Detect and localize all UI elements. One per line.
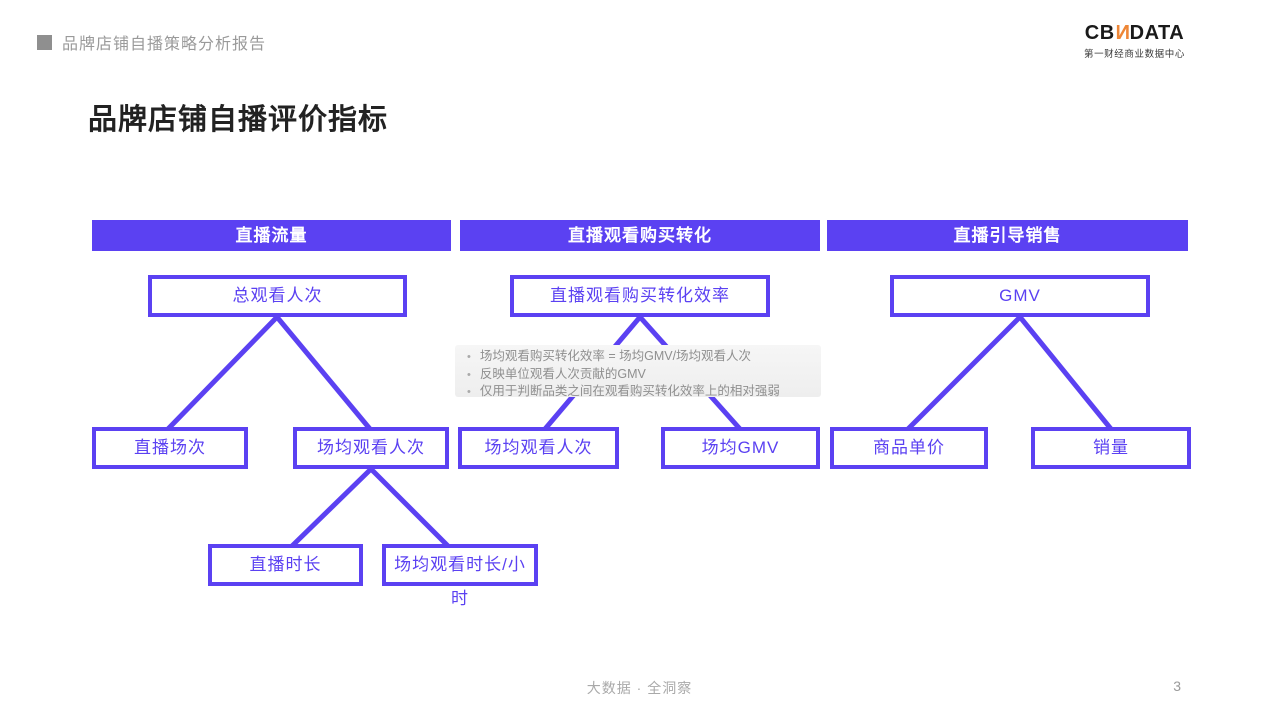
node-avg-views-conversion: 场均观看人次 (458, 427, 619, 469)
bullet-square-icon (37, 34, 52, 50)
logo-wordmark: CBNDATA (1084, 22, 1185, 44)
logo-data: DATA (1129, 22, 1185, 44)
node-sales-volume: 销量 (1031, 427, 1191, 469)
connector-total-views-to-live-sessions (166, 315, 279, 431)
connector-avg-views-to-live-duration (290, 467, 373, 548)
node-gmv: GMV (890, 275, 1150, 317)
node-total-views: 总观看人次 (148, 275, 407, 317)
note-bullet: 仅用于判断品类之间在观看购买转化效率上的相对强弱 (461, 383, 813, 401)
column-header-watch-conversion: 直播观看购买转化 (460, 220, 820, 251)
note-bullet: 反映单位观看人次贡献的GMV (461, 366, 813, 384)
footer-slogan: 大数据 · 全洞察 (586, 680, 693, 696)
node-conversion-efficiency: 直播观看购买转化效率 (510, 275, 770, 317)
connector-gmv-to-unit-price (906, 315, 1022, 431)
report-title: 品牌店铺自播策略分析报告 (62, 36, 267, 53)
node-avg-watch-duration: 场均观看时长/小时 (382, 544, 538, 608)
logo-subtitle: 第一财经商业数据中心 (1083, 49, 1185, 60)
node-live-sessions: 直播场次 (92, 427, 248, 469)
node-avg-gmv: 场均GMV (661, 427, 820, 469)
brand-logo: CBNDATA 第一财经商业数据中心 (1084, 22, 1185, 60)
page-number: 3 (1173, 678, 1181, 694)
formula-note: 场均观看购买转化效率 = 场均GMV/场均观看人次 反映单位观看人次贡献的GMV… (455, 345, 821, 398)
node-product-unit-price: 商品单价 (830, 427, 988, 469)
connector-total-views-to-avg-views (275, 315, 372, 431)
logo-cb: CB (1084, 22, 1115, 44)
formula-note-list: 场均观看购买转化效率 = 场均GMV/场均观看人次 反映单位观看人次贡献的GMV… (461, 348, 813, 401)
page-title: 品牌店铺自播评价指标 (88, 104, 389, 136)
column-header-guided-sales: 直播引导销售 (827, 220, 1188, 251)
column-header-live-traffic: 直播流量 (92, 220, 451, 251)
node-live-duration: 直播时长 (208, 544, 363, 586)
connector-gmv-to-sales-volume (1018, 315, 1113, 431)
connector-avg-views-to-avg-watch-duration (369, 467, 450, 548)
note-bullet: 场均观看购买转化效率 = 场均GMV/场均观看人次 (461, 348, 813, 366)
logo-n-icon: N (1114, 22, 1130, 44)
node-avg-views-traffic: 场均观看人次 (293, 427, 449, 469)
report-header: 品牌店铺自播策略分析报告 (37, 30, 266, 54)
